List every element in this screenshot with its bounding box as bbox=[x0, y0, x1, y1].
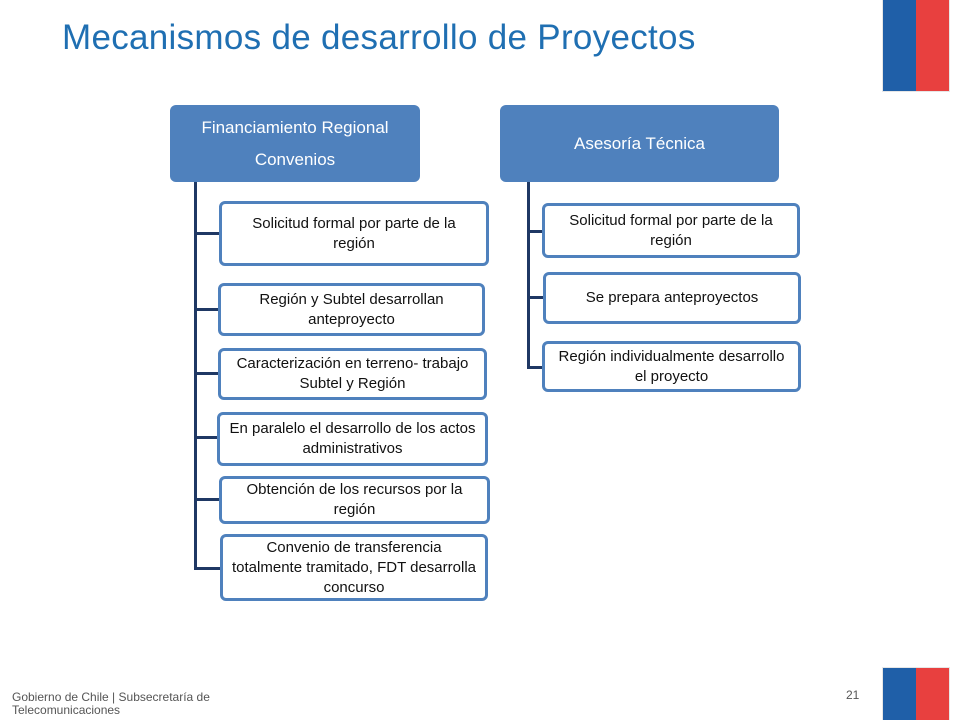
page-title: Mecanismos de desarrollo de Proyectos bbox=[62, 18, 696, 57]
left-connector-branch bbox=[194, 232, 222, 235]
left-step-4: En paralelo el desarrollo de los actos a… bbox=[217, 412, 488, 466]
left-connector-branch bbox=[194, 308, 221, 311]
header-line-1: Financiamiento Regional bbox=[201, 117, 389, 137]
financiamiento-regional-header: Financiamiento Regional Convenios bbox=[170, 105, 420, 182]
right-connector-branch bbox=[527, 366, 544, 369]
footer-organization: Gobierno de Chile | Subsecretaría de Tel… bbox=[12, 690, 210, 717]
left-connector-branch bbox=[194, 372, 221, 375]
left-connector-branch bbox=[194, 436, 220, 439]
left-connector-trunk bbox=[194, 182, 197, 570]
left-step-5: Obtención de los recursos por la región bbox=[219, 476, 490, 524]
right-connector-branch bbox=[527, 230, 544, 233]
left-step-2: Región y Subtel desarrollan anteproyecto bbox=[218, 283, 485, 336]
left-step-3: Caracterización en terreno- trabajo Subt… bbox=[218, 348, 487, 400]
page-number: 21 bbox=[846, 688, 860, 702]
left-connector-branch bbox=[194, 567, 223, 570]
right-step-1: Solicitud formal por parte de la región bbox=[542, 203, 800, 258]
chile-flag-icon bbox=[883, 0, 949, 91]
left-step-6: Convenio de transferencia totalmente tra… bbox=[220, 534, 488, 601]
right-step-2: Se prepara anteproyectos bbox=[543, 272, 801, 324]
left-connector-branch bbox=[194, 498, 222, 501]
right-connector-branch bbox=[527, 296, 544, 299]
left-step-1: Solicitud formal por parte de la región bbox=[219, 201, 489, 266]
header-label: Asesoría Técnica bbox=[573, 133, 706, 153]
header-line-2: Convenios bbox=[254, 149, 336, 169]
right-step-3: Región individualmente desarrollo el pro… bbox=[542, 341, 801, 392]
asesoria-tecnica-header: Asesoría Técnica bbox=[500, 105, 779, 182]
chile-flag-icon bbox=[883, 668, 949, 720]
right-connector-trunk bbox=[527, 182, 530, 369]
